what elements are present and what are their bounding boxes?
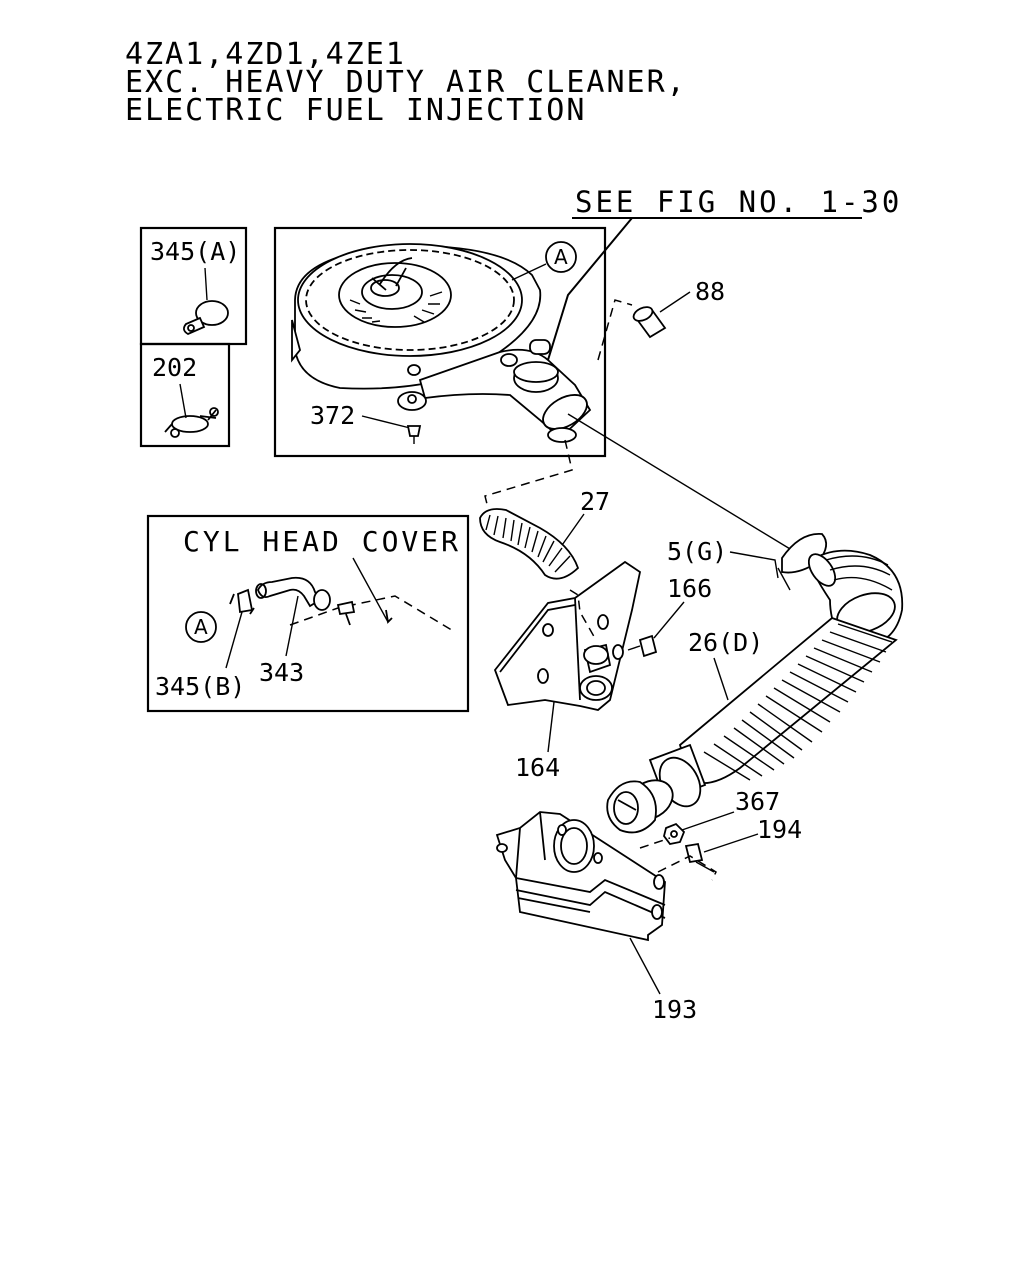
leader-367 bbox=[681, 811, 735, 831]
part-label-164: 164 bbox=[515, 753, 560, 782]
leader-194 bbox=[703, 833, 759, 853]
diagram-header: 4ZA1,4ZD1,4ZE1 EXC. HEAVY DUTY AIR CLEAN… bbox=[125, 37, 687, 128]
header-line-1: 4ZA1,4ZD1,4ZE1 bbox=[125, 37, 406, 72]
part-label-193: 193 bbox=[652, 995, 697, 1024]
header-line-3: ELECTRIC FUEL INJECTION bbox=[125, 93, 586, 128]
cyl-head-cover-inset: CYL HEAD COVER A 345(B) 343 bbox=[146, 514, 470, 713]
bolt-166-drawing bbox=[627, 634, 658, 658]
cyl-head-cover-frame bbox=[146, 514, 470, 713]
leader-193 bbox=[629, 937, 661, 995]
pcv-hose-drawing bbox=[229, 576, 331, 615]
see-fig-reference: SEE FIG NO. 1-30 bbox=[575, 185, 902, 219]
leader-345b bbox=[225, 611, 243, 669]
leader-27 bbox=[559, 513, 585, 549]
hose-27-dashed-guide bbox=[484, 439, 573, 509]
part-label-27: 27 bbox=[580, 487, 610, 516]
clamp-202-drawing bbox=[164, 407, 219, 438]
leader-88 bbox=[659, 291, 691, 313]
leader-88-dashed bbox=[597, 299, 633, 361]
leader-372 bbox=[361, 415, 411, 429]
leader-166 bbox=[653, 601, 685, 639]
cyl-callout-a-letter: A bbox=[194, 615, 208, 639]
leader-343 bbox=[285, 595, 299, 657]
duct-26d-drawing bbox=[606, 549, 904, 834]
part-label-345b: 345(B) bbox=[155, 672, 245, 701]
cyl-callout-a-circle bbox=[185, 611, 217, 643]
duct-connector-line bbox=[567, 413, 801, 556]
bolt-194-drawing bbox=[684, 842, 715, 873]
part-label-345a: 345(A) bbox=[150, 237, 240, 266]
part-label-372: 372 bbox=[310, 401, 355, 430]
part-label-5g: 5(G) bbox=[667, 537, 727, 566]
callout-a-letter: A bbox=[554, 245, 568, 269]
header-line-2: EXC. HEAVY DUTY AIR CLEANER, bbox=[125, 65, 687, 100]
air-cleaner-frame bbox=[273, 226, 607, 458]
part-label-88: 88 bbox=[695, 277, 725, 306]
screw-372-drawing bbox=[406, 425, 422, 444]
callout-a-leader bbox=[511, 263, 547, 281]
hose-27-drawing bbox=[479, 508, 580, 580]
cyl-head-cover-leader bbox=[352, 557, 389, 623]
part-label-367: 367 bbox=[735, 787, 780, 816]
part-label-194: 194 bbox=[757, 815, 802, 844]
cover-fitting-drawing bbox=[336, 600, 393, 626]
part-label-202: 202 bbox=[152, 353, 197, 382]
clip-345a-drawing bbox=[183, 300, 229, 336]
part-label-26d: 26(D) bbox=[688, 628, 763, 657]
callout-a-circle bbox=[545, 241, 577, 273]
cap-88-drawing bbox=[632, 306, 667, 339]
cyl-head-cover-title: CYL HEAD COVER bbox=[183, 525, 461, 558]
see-fig-leader bbox=[547, 217, 862, 361]
inset-202: 202 bbox=[139, 342, 231, 448]
leader-202 bbox=[179, 383, 187, 419]
cyl-head-cover-dashed bbox=[289, 595, 456, 633]
leader-345a bbox=[204, 267, 208, 301]
bracket-164-drawing bbox=[493, 560, 642, 711]
part-label-343: 343 bbox=[259, 658, 304, 687]
leader-5g bbox=[729, 551, 779, 579]
inset-202-frame bbox=[139, 342, 231, 448]
part-label-166: 166 bbox=[667, 574, 712, 603]
inset-345a: 345(A) bbox=[139, 226, 248, 346]
nut-367-drawing bbox=[663, 822, 686, 845]
air-cleaner-inset: A 372 bbox=[273, 226, 607, 458]
air-cleaner-drawing bbox=[291, 241, 592, 443]
leader-164 bbox=[547, 701, 555, 753]
leader-26d bbox=[713, 657, 729, 701]
bracket-193-drawing bbox=[495, 811, 666, 942]
fastener-dashed-guides bbox=[639, 837, 717, 881]
